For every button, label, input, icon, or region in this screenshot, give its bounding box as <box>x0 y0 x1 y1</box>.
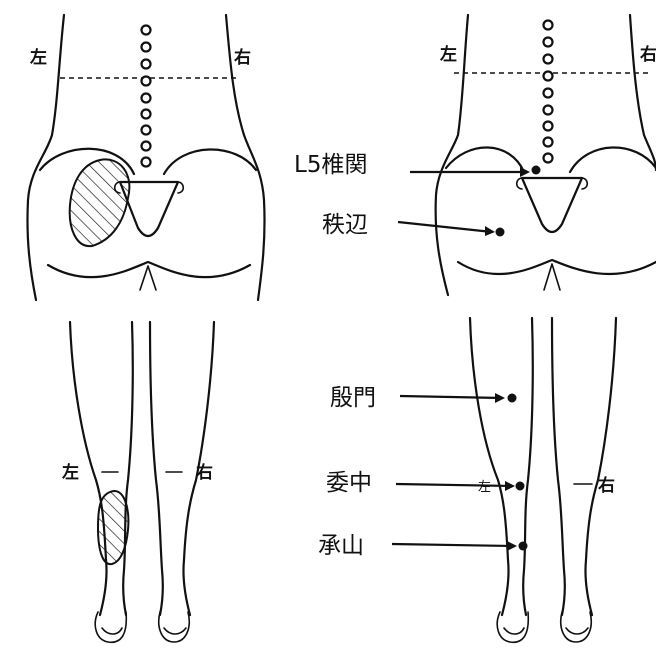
spine-vertebrae <box>142 26 151 167</box>
right-foot <box>159 612 189 642</box>
left-foot <box>497 612 528 642</box>
left-heel-detail <box>504 628 524 634</box>
gluteal-cleft <box>544 264 560 290</box>
acupoint-chibian-label: 秩辺 <box>322 212 368 238</box>
right-leg-outer <box>585 318 616 615</box>
side-label-left: 左 <box>440 44 457 65</box>
acupoint-weizhong-dot <box>516 482 525 491</box>
acupoint-yinmen-leader <box>400 396 502 398</box>
right-leg-inner <box>552 318 565 615</box>
acupoint-weizhong-label: 委中 <box>326 470 372 496</box>
torso-right-outline <box>630 15 656 170</box>
sacrum-right-curl <box>178 182 183 193</box>
acupoint-yinmen-label: 殷門 <box>330 385 376 411</box>
left-leg-inner <box>123 322 133 615</box>
back-view-left-panel: 左 右 <box>27 15 264 300</box>
acupoint-chibian-leader <box>398 222 492 232</box>
gluteal-cleft <box>140 266 156 290</box>
gluteal-fold <box>458 260 656 274</box>
legs-view-right-panel: 左 右 <box>470 318 616 642</box>
acupoint-chengshan-label: 承山 <box>318 533 364 559</box>
acupoint-weizhong-leader <box>396 484 512 486</box>
side-label-right: 右 <box>196 462 213 483</box>
sacrum-right-curl <box>582 178 587 189</box>
side-label-left: 左 <box>62 462 79 483</box>
acupoint-l5-dot <box>532 166 541 175</box>
right-foot <box>561 612 591 642</box>
acupoint-chengshan-arrowhead <box>507 541 517 551</box>
acupoint-chengshan-leader <box>392 544 514 546</box>
side-label-right: 右 <box>234 47 251 68</box>
acupoint-l5-label: L5椎関 <box>294 152 367 178</box>
back-view-right-panel: 左 右 <box>436 15 656 295</box>
side-label-left: 左 <box>30 47 47 68</box>
side-label-right: 右 <box>598 475 615 496</box>
acupoint-chibian-dot <box>496 228 505 237</box>
sacrum-shape <box>522 178 582 232</box>
right-heel-detail <box>164 628 186 634</box>
left-foot <box>95 612 126 642</box>
right-heel-detail <box>566 628 588 634</box>
right-buttock-outline <box>570 147 656 172</box>
side-label-left-small: 左 <box>478 480 491 495</box>
side-label-right-partial: 右 <box>640 44 656 65</box>
left-heel-detail <box>102 628 122 634</box>
hatched-pain-area-buttock <box>70 159 130 246</box>
left-leg-inner <box>523 318 533 615</box>
acupoint-weizhong-arrowhead <box>505 481 515 491</box>
spine-vertebrae <box>544 21 553 163</box>
acupoint-yinmen-dot <box>508 394 517 403</box>
right-leg-inner <box>150 322 163 615</box>
acupoint-chengshan-dot <box>519 542 528 551</box>
acupoint-l5-arrowhead <box>520 167 530 177</box>
right-buttock-outline <box>164 149 256 174</box>
acupoint-chibian-arrowhead <box>485 226 495 236</box>
hatched-pain-area-calf <box>98 491 128 564</box>
legs-view-left-panel: 左 右 <box>62 322 214 642</box>
sacrum-left-curl <box>517 178 522 189</box>
left-buttock-outline <box>446 147 524 172</box>
acupoint-yinmen-arrowhead <box>495 393 505 403</box>
left-leg-outer <box>470 318 509 615</box>
